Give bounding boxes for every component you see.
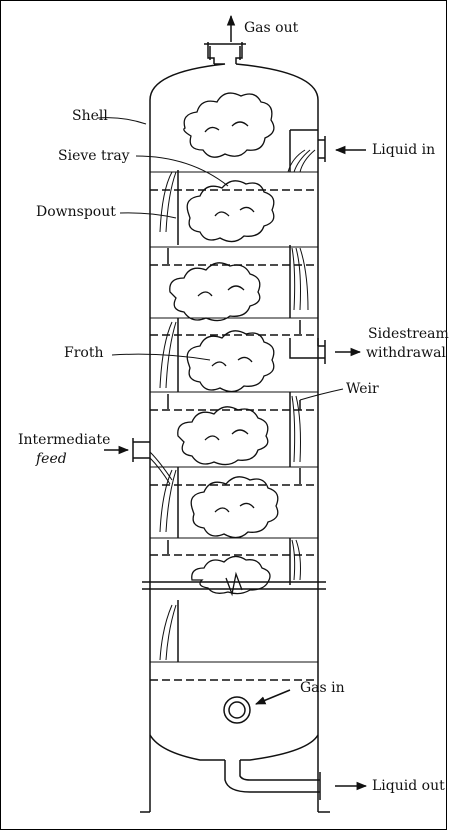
- gas-in-nozzle-inner: [228, 701, 246, 719]
- intermediate-label-2: feed: [36, 451, 67, 467]
- froth-leader: [111, 353, 211, 361]
- gas-in-nozzle-outer: [223, 696, 251, 724]
- intermediate-feed-nozzle: [132, 438, 150, 462]
- bottom-outlet: [224, 760, 320, 793]
- liquid-curtains: [149, 149, 316, 661]
- gas-in-arrow: [255, 689, 291, 705]
- column-shell: [149, 63, 319, 812]
- liquid-out-label: Liquid out: [372, 778, 445, 794]
- intermediate-label-1: Intermediate: [18, 432, 111, 448]
- downcomers: [167, 129, 318, 662]
- shell-label: Shell: [72, 108, 108, 124]
- downspout-leader: [119, 212, 177, 219]
- liquid-in-nozzle: [318, 136, 326, 162]
- bottom-head: [149, 734, 225, 761]
- sidestream-label-1: Sidestream: [368, 326, 449, 342]
- liquid-in-label: Liquid in: [372, 142, 436, 158]
- weir-label: Weir: [346, 381, 379, 397]
- sidestream-label-2: withdrawal: [366, 345, 446, 361]
- sieve-tray-leader: [135, 155, 229, 187]
- weir-leader: [299, 388, 344, 401]
- froth-clouds: [169, 92, 279, 595]
- column-break: [142, 571, 326, 597]
- gas-in-label: Gas in: [300, 680, 345, 696]
- leader-lines: [97, 117, 344, 401]
- sieve-tray-label: Sieve tray: [58, 148, 130, 164]
- shell-leader: [97, 117, 147, 125]
- gas-out-label: Gas out: [244, 20, 299, 36]
- top-nozzle: [207, 42, 243, 64]
- downspout-label: Downspout: [36, 204, 116, 220]
- sidestream-nozzle: [289, 338, 325, 359]
- froth-label: Froth: [64, 345, 104, 361]
